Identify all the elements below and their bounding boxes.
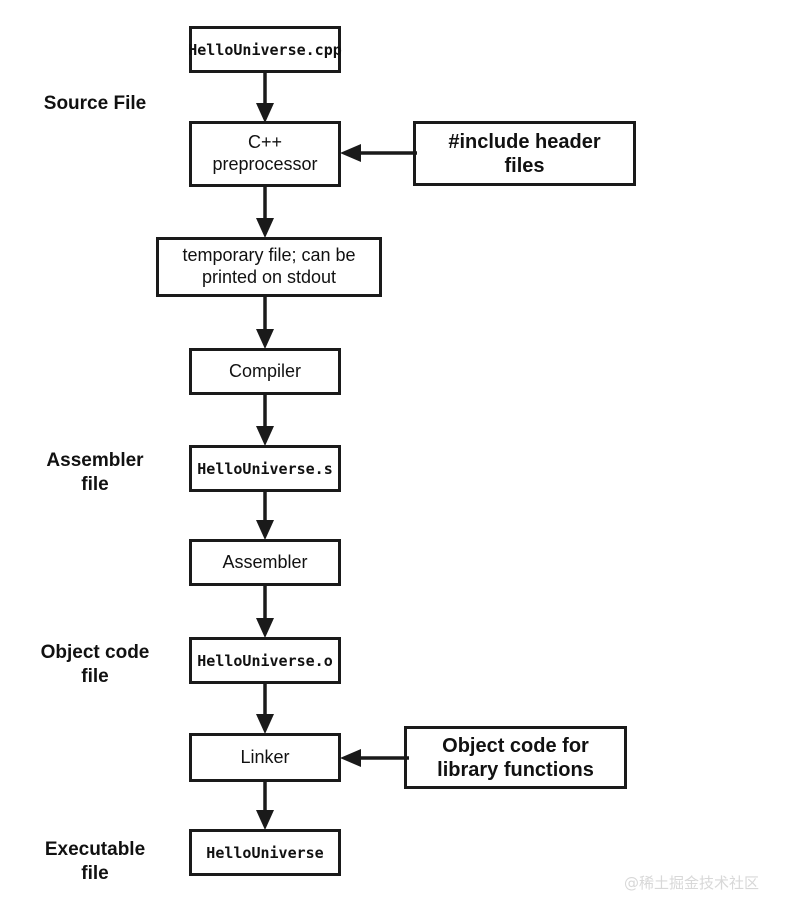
stage-label-assembler-file: Assembler file (46, 450, 144, 495)
arrow-object-code-library-to-linker (335, 743, 409, 773)
arrow-include-header-files-to-preprocessor (335, 138, 417, 168)
arrow-assembler-to-hellouniverse-o (250, 583, 280, 640)
stage-label-executable-file: Executable file (44, 839, 146, 884)
node-assembler[interactable]: Assembler (189, 539, 341, 586)
node-linker[interactable]: Linker (189, 733, 341, 782)
node-hellouniverse-cpp[interactable]: HelloUniverse.cpp (188, 26, 342, 73)
node-temporary-file[interactable]: temporary file; can be printed on stdout (156, 237, 382, 297)
arrow-temporary-file-to-compiler (250, 294, 280, 351)
node-hellouniverse-o[interactable]: HelloUniverse.o (189, 637, 341, 684)
node-hellouniverse-s[interactable]: HelloUniverse.s (189, 445, 341, 492)
node-hellouniverse[interactable]: HelloUniverse (189, 829, 341, 876)
arrow-hellouniverse-s-to-assembler (250, 489, 280, 542)
node-object-code-library[interactable]: Object code for library functions (404, 726, 627, 789)
arrow-hellouniverse-o-to-linker (250, 681, 280, 736)
arrow-compiler-to-hellouniverse-s (250, 392, 280, 448)
node-compiler[interactable]: Compiler (189, 348, 341, 395)
stage-label-source-file: Source File (43, 93, 147, 114)
arrow-preprocessor-to-temporary-file (250, 184, 280, 240)
arrow-linker-to-hellouniverse (250, 779, 280, 832)
node-cpp-preprocessor[interactable]: C++ preprocessor (189, 121, 341, 187)
stage-label-object-code-file: Object code file (40, 642, 150, 687)
watermark-bottom-right: @稀土掘金技术社区 (624, 874, 760, 892)
node-include-header-files[interactable]: #include header files (413, 121, 636, 186)
arrow-cpp-to-preprocessor (250, 70, 280, 125)
